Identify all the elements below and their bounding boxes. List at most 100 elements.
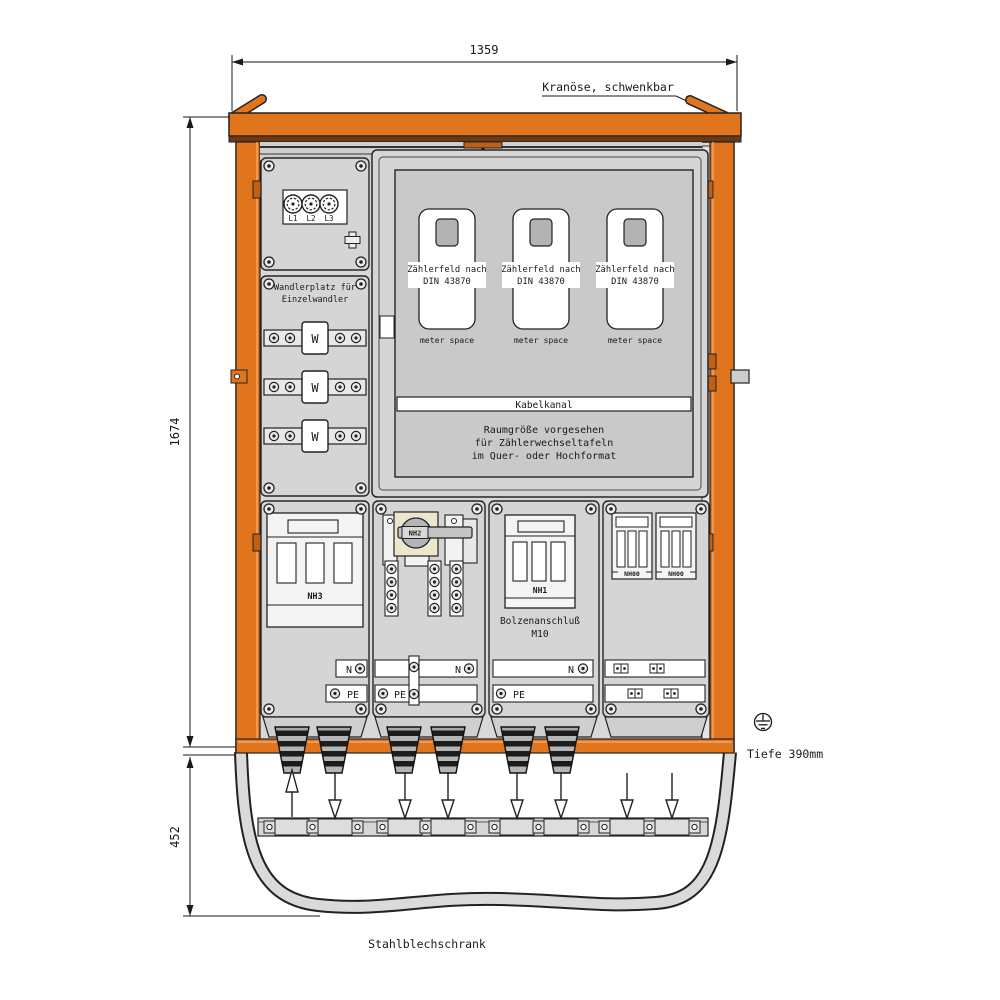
meter-label-line2: DIN 43870 bbox=[517, 277, 565, 287]
transformer-unit-1: W bbox=[263, 321, 367, 355]
depth-label: Tiefe 390mm bbox=[747, 747, 823, 761]
n-bar: N bbox=[492, 659, 594, 678]
cable-direction-arrows bbox=[285, 767, 679, 821]
transformer-symbol: W bbox=[311, 332, 319, 346]
meter-label-line2: DIN 43870 bbox=[423, 277, 471, 287]
arrow-down bbox=[441, 773, 455, 821]
nh3-label: NH3 bbox=[307, 592, 322, 602]
phase-label-l3: L3 bbox=[324, 214, 333, 223]
n-label: N bbox=[568, 665, 574, 676]
meter-space-label: meter space bbox=[514, 335, 568, 345]
pe-label: PE bbox=[394, 690, 406, 701]
door-note-line3: im Quer- oder Hochformat bbox=[472, 451, 617, 462]
nh2-label: NH2 bbox=[409, 530, 422, 538]
nh1-label: NH1 bbox=[533, 586, 548, 595]
meter-label-line2: DIN 43870 bbox=[611, 277, 659, 287]
roof bbox=[228, 94, 742, 143]
cable-gland bbox=[274, 726, 310, 774]
dimension-height: 1674 bbox=[168, 116, 242, 748]
arrow-down bbox=[665, 773, 679, 821]
meter-field-1: Zählerfeld nach DIN 43870 meter space bbox=[407, 208, 487, 345]
meter-label-line1: Zählerfeld nach bbox=[595, 265, 674, 275]
wandler-title-line2: Einzelwandler bbox=[282, 295, 349, 305]
bolt-connection-line1: Bolzenanschluß bbox=[500, 616, 580, 627]
arrow-down bbox=[620, 773, 634, 821]
nh3-panel: NH3 N PE bbox=[260, 500, 370, 718]
width-dim-label: 1359 bbox=[470, 43, 499, 57]
height-dim-label: 1674 bbox=[168, 418, 182, 447]
top-center-tab bbox=[463, 141, 503, 149]
phase-label-l1: L1 bbox=[288, 214, 297, 223]
phase-connector-l1 bbox=[283, 194, 303, 214]
transformer-symbol: W bbox=[311, 381, 319, 395]
phase-connector-l3 bbox=[319, 194, 339, 214]
bottom-rail bbox=[235, 738, 735, 754]
transformer-unit-2: W bbox=[263, 370, 367, 404]
transformer-symbol: W bbox=[311, 430, 319, 444]
bolt-connection-line2: M10 bbox=[531, 629, 548, 640]
nh00-right-label: NH00 bbox=[668, 570, 684, 578]
arrow-down bbox=[398, 773, 412, 821]
nh2-panel: NH2 N PE bbox=[372, 500, 486, 718]
nh00-panel: NH00 NH00 bbox=[602, 500, 710, 718]
nh00-strip-right: NH00 bbox=[655, 512, 697, 580]
cable-glands bbox=[274, 726, 580, 774]
nh1-panel: NH1 Bolzenanschluß M10 N PE bbox=[488, 500, 600, 718]
meter-door: Zählerfeld nach DIN 43870 meter space Zä… bbox=[371, 149, 709, 498]
frame-right bbox=[709, 141, 735, 753]
roof-shadow bbox=[228, 135, 742, 143]
crane-annotation: Kranöse, schwenkbar bbox=[542, 80, 690, 103]
meter-field-3: Zählerfeld nach DIN 43870 meter space bbox=[595, 208, 675, 345]
wandler-title-line1: Wandlerplatz für bbox=[274, 283, 356, 293]
wandler-top-panel: L1 L2 L3 bbox=[260, 157, 370, 271]
pe-bar: PE bbox=[492, 684, 594, 703]
dimension-width: 1359 bbox=[231, 43, 738, 111]
cable-clamps bbox=[263, 818, 701, 836]
cable-gland bbox=[544, 726, 580, 774]
door-handle bbox=[730, 369, 750, 384]
pe-bar: PE bbox=[325, 684, 368, 703]
n-label: N bbox=[455, 665, 461, 676]
phase-connector-l2 bbox=[301, 194, 321, 214]
cross-connector-icon bbox=[344, 231, 361, 249]
cable-gland bbox=[500, 726, 536, 774]
cable-duct-label: Kabelkanal bbox=[515, 400, 572, 411]
door-lock bbox=[379, 315, 395, 339]
nh2-terminal-strips bbox=[384, 560, 464, 617]
arrow-down bbox=[328, 773, 342, 821]
arrow-down bbox=[510, 773, 524, 821]
meter-field-2: Zählerfeld nach DIN 43870 meter space bbox=[501, 208, 581, 345]
roof-plate bbox=[228, 112, 742, 137]
meter-space-label: meter space bbox=[608, 335, 662, 345]
transformer-unit-3: W bbox=[263, 419, 367, 453]
meter-label-line1: Zählerfeld nach bbox=[501, 265, 580, 275]
arrow-up bbox=[285, 767, 299, 817]
nh2-switch: NH2 bbox=[382, 511, 478, 567]
cable-gland bbox=[316, 726, 352, 774]
terminal-bar-top bbox=[604, 659, 706, 678]
n-bar: N bbox=[335, 659, 368, 678]
meter-space-label: meter space bbox=[420, 335, 474, 345]
pe-bar: PE bbox=[374, 684, 478, 703]
door-note-line2: für Zählerwechseltafeln bbox=[475, 438, 613, 449]
door-note-line1: Raumgröße vorgesehen bbox=[484, 425, 604, 436]
terminal-bar-bottom bbox=[604, 684, 706, 703]
meter-label-line1: Zählerfeld nach bbox=[407, 265, 486, 275]
arrow-down bbox=[554, 773, 568, 821]
pe-label: PE bbox=[513, 690, 525, 701]
base-skid-frame bbox=[234, 751, 737, 914]
nh00-left-label: NH00 bbox=[624, 570, 640, 578]
nh00-strip-left: NH00 bbox=[611, 512, 653, 580]
cable-gland bbox=[430, 726, 466, 774]
earth-symbol-icon bbox=[753, 712, 773, 732]
cable-duct bbox=[396, 396, 692, 412]
n-label: N bbox=[346, 665, 352, 676]
n-bar: N bbox=[374, 655, 478, 706]
pe-label: PE bbox=[347, 690, 359, 701]
cable-gland bbox=[386, 726, 422, 774]
crane-label: Kranöse, schwenkbar bbox=[542, 80, 674, 94]
phase-label-l2: L2 bbox=[306, 214, 315, 223]
wandler-main-panel: Wandlerplatz für Einzelwandler W W bbox=[260, 275, 370, 497]
